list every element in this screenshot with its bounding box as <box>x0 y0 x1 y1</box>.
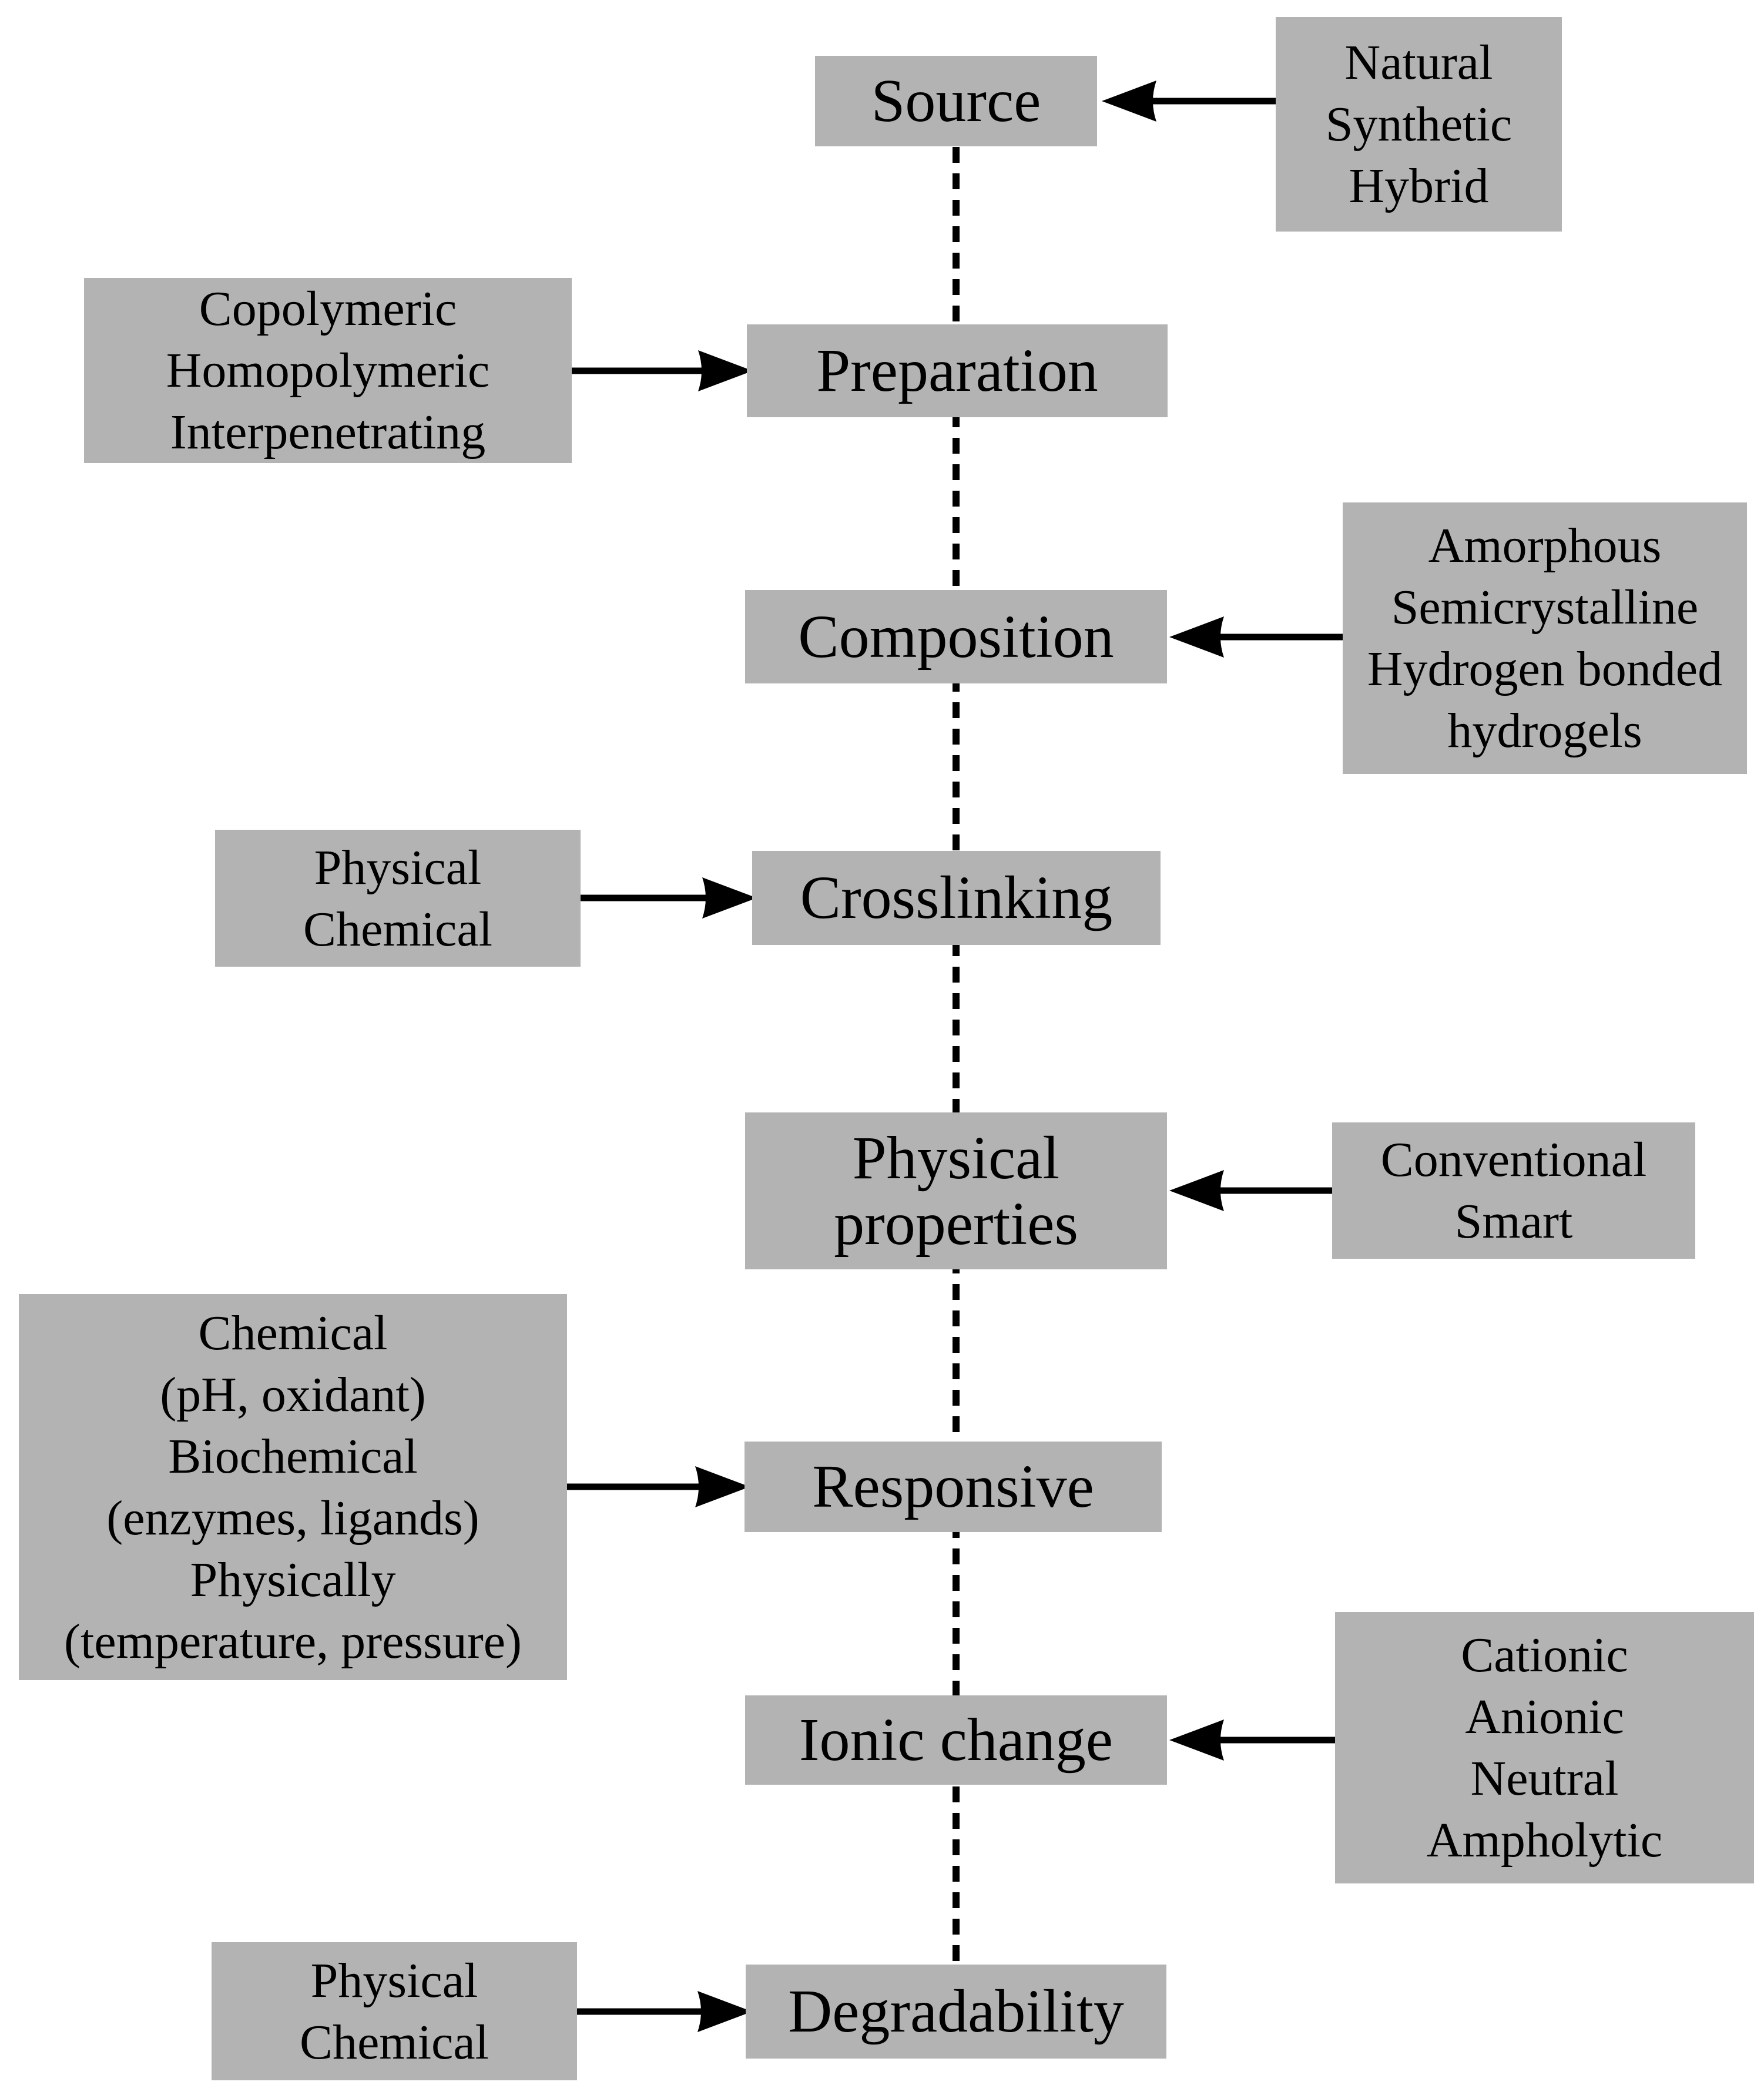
composition-type-semicrystalline: Semicrystalline <box>1391 580 1699 635</box>
ionic-change-type-anionic: Anionic <box>1465 1690 1624 1744</box>
node-crosslinking-label: Crosslinking <box>800 864 1113 931</box>
responsive-type-biochemical-examples: (enzymes, ligands) <box>106 1490 479 1546</box>
responsive-type-physically: Physically <box>190 1552 396 1607</box>
node-responsive-types: Chemical (pH, oxidant) Biochemical (enzy… <box>19 1294 567 1680</box>
arrow-physical-properties-types-to-physical-properties <box>1169 1170 1332 1211</box>
crosslinking-type-chemical: Chemical <box>303 901 492 957</box>
node-degradability: Degradability <box>746 1965 1166 2059</box>
node-ionic-change-types: Cationic Anionic Neutral Ampholytic <box>1335 1612 1754 1883</box>
node-preparation-types: Copolymeric Homopolymeric Interpenetrati… <box>84 278 572 463</box>
node-crosslinking-types: Physical Chemical <box>215 830 581 967</box>
arrow-preparation-types-to-preparation <box>572 350 753 391</box>
ionic-change-type-ampholytic: Ampholytic <box>1426 1813 1663 1868</box>
source-type-natural: Natural <box>1344 35 1493 90</box>
arrow-source-types-to-source <box>1102 81 1276 122</box>
arrowhead-right-icon <box>698 350 753 391</box>
arrowhead-right-icon <box>697 1991 752 2032</box>
node-source-types: Natural Synthetic Hybrid <box>1276 17 1562 232</box>
node-ionic-change: Ionic change <box>745 1695 1167 1785</box>
node-responsive-label: Responsive <box>812 1453 1094 1520</box>
responsive-type-chemical-examples: (pH, oxidant) <box>160 1367 426 1422</box>
node-degradability-label: Degradability <box>788 1977 1124 2045</box>
preparation-type-homopolymeric: Homopolymeric <box>166 343 490 398</box>
node-source-label: Source <box>871 67 1041 135</box>
responsive-type-chemical: Chemical <box>198 1305 388 1360</box>
arrow-degradability-types-to-degradability <box>577 1991 752 2032</box>
degradability-type-physical: Physical <box>310 1953 478 2008</box>
composition-type-amorphous: Amorphous <box>1428 518 1662 573</box>
ionic-change-type-neutral: Neutral <box>1470 1751 1619 1806</box>
source-type-synthetic: Synthetic <box>1325 97 1513 152</box>
responsive-type-physically-examples: (temperature, pressure) <box>64 1614 522 1669</box>
responsive-type-biochemical: Biochemical <box>168 1429 418 1484</box>
arrowhead-right-icon <box>702 877 757 919</box>
node-physical-properties-types: Conventional Smart <box>1332 1122 1695 1259</box>
arrow-ionic-change-types-to-ionic-change <box>1169 1719 1335 1761</box>
node-preparation: Preparation <box>747 324 1168 417</box>
node-responsive: Responsive <box>744 1442 1162 1532</box>
node-source: Source <box>815 56 1097 146</box>
composition-type-hydrogen-bonded: Hydrogen bonded <box>1367 642 1723 696</box>
node-ionic-change-label: Ionic change <box>799 1706 1114 1774</box>
preparation-type-copolymeric: Copolymeric <box>199 281 457 336</box>
degradability-type-chemical: Chemical <box>300 2014 489 2070</box>
node-physical-properties: Physical properties <box>745 1112 1167 1269</box>
node-composition-types: Amorphous Semicrystalline Hydrogen bonde… <box>1343 502 1747 774</box>
node-degradability-types: Physical Chemical <box>212 1942 577 2080</box>
arrowhead-left-icon <box>1169 1719 1224 1761</box>
physical-properties-type-smart: Smart <box>1454 1194 1573 1249</box>
arrowhead-left-icon <box>1102 81 1156 122</box>
source-type-hybrid: Hybrid <box>1349 159 1489 213</box>
arrowhead-left-icon <box>1169 1170 1224 1211</box>
preparation-type-interpenetrating: Interpenetrating <box>170 405 486 460</box>
arrow-crosslinking-types-to-crosslinking <box>581 877 757 919</box>
node-composition-label: Composition <box>798 602 1114 671</box>
physical-properties-type-conventional: Conventional <box>1380 1132 1647 1187</box>
crosslinking-type-physical: Physical <box>314 840 482 895</box>
node-physical-properties-label-line1: Physical <box>852 1124 1060 1192</box>
arrowhead-left-icon <box>1169 616 1224 658</box>
node-crosslinking: Crosslinking <box>752 851 1161 945</box>
ionic-change-type-cationic: Cationic <box>1461 1628 1628 1682</box>
node-composition: Composition <box>745 590 1167 683</box>
composition-type-hydrogels: hydrogels <box>1447 703 1642 758</box>
node-preparation-label: Preparation <box>816 337 1098 404</box>
arrow-composition-types-to-composition <box>1169 616 1343 658</box>
arrowhead-right-icon <box>695 1466 750 1507</box>
node-physical-properties-label-line2: properties <box>834 1189 1078 1258</box>
arrow-responsive-types-to-responsive <box>567 1466 750 1507</box>
